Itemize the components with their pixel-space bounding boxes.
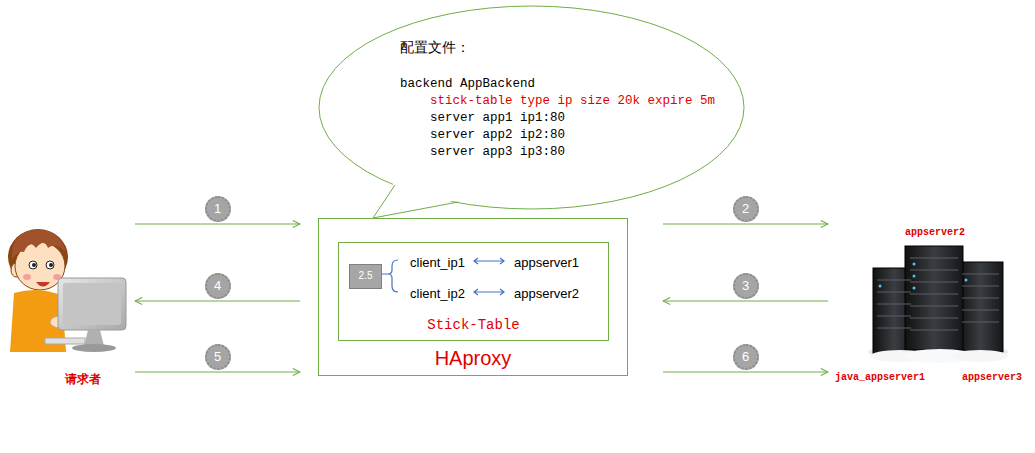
callout-tail [373, 185, 458, 218]
requester-label: 请求者 [65, 372, 101, 386]
flow-arrow [135, 300, 300, 301]
callout-number: 2 [733, 196, 759, 222]
config-heading: 配置文件： [400, 39, 470, 56]
server-label: appserver3 [962, 372, 1022, 384]
config-callout: 配置文件： backend AppBackend stick-table type … [318, 5, 745, 210]
callout-number: 3 [733, 273, 759, 299]
app-servers: appserver2 java_appserver1 appserver3 [835, 222, 1030, 390]
flow-arrow [135, 223, 300, 224]
value-text: 2.5 [350, 270, 381, 282]
server-label: appserver2 [905, 227, 965, 239]
mapping-label: client_ip1 [410, 255, 465, 271]
config-line: server app1 ip1:80 [430, 111, 565, 126]
requester-illustration [8, 229, 126, 352]
config-line: stick-table type ip size 20k expire 5m [430, 94, 715, 109]
mapping-label: client_ip2 [410, 286, 465, 302]
requester: 请求者 [5, 222, 130, 390]
callout-tail-fill [373, 181, 458, 218]
server-illustration [868, 246, 1008, 363]
callout-number: 4 [205, 273, 231, 299]
box-title: HAproxy [319, 346, 627, 370]
callout-number: 5 [205, 344, 231, 370]
box-title: Stick-Table [339, 317, 608, 334]
flow-arrow [135, 371, 300, 372]
callout-number: 1 [205, 196, 231, 222]
callout-ellipse [319, 6, 744, 209]
mapping-label: appserver1 [514, 255, 579, 271]
flow-arrow [663, 371, 828, 372]
flow-arrow [663, 300, 828, 301]
callout-number: 6 [733, 344, 759, 370]
config-line: server app3 ip3:80 [430, 145, 565, 160]
config-line: backend AppBackend [400, 77, 535, 92]
config-line: server app2 ip2:80 [430, 128, 565, 143]
value-box: 2.5 [349, 264, 382, 289]
mapping-label: appserver2 [514, 286, 579, 302]
haproxy-box: HAproxy Stick-Table 2.5 client_ip1 appserver… [318, 218, 628, 376]
server-label: java_appserver1 [835, 372, 925, 384]
stick-table-box: Stick-Table 2.5 client_ip1 appserver1 client… [338, 242, 609, 341]
flow-arrow [663, 223, 828, 224]
